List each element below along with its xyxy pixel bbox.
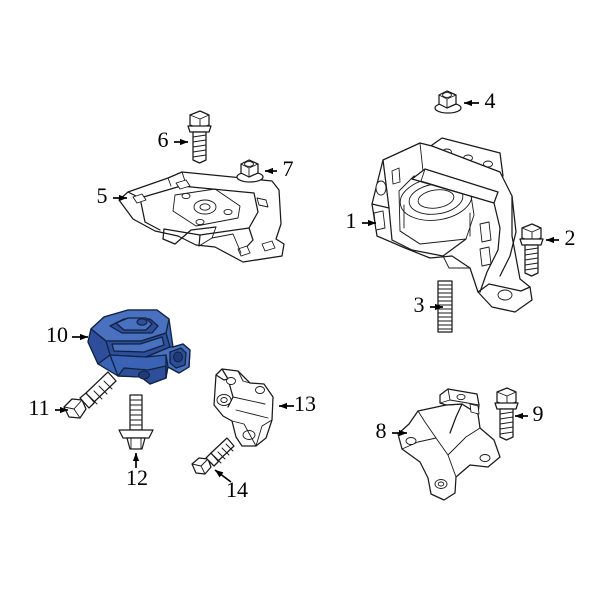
leader-lines	[55, 99, 559, 483]
part-flange-bolt-9	[494, 387, 519, 441]
leader-line-14	[214, 469, 232, 483]
part-flange-bolt-washer-12	[118, 394, 154, 450]
part-engine-mount-side-bracket	[213, 368, 274, 447]
callout-label-8: 8	[376, 418, 387, 443]
part-threaded-stud-3	[437, 280, 453, 333]
part-flange-bolt-11	[63, 371, 117, 419]
part-flange-bolt-14	[191, 437, 235, 475]
callout-labels: 1 2 3 4 5 6 7 8 9 10 11 12 13 14	[28, 88, 575, 502]
callout-label-7: 7	[283, 156, 294, 181]
part-flange-nut-4	[434, 90, 462, 114]
part-flange-bolt-6	[187, 110, 212, 164]
callout-label-11: 11	[28, 395, 49, 420]
callout-label-4: 4	[485, 88, 496, 113]
part-lower-mount-bracket	[397, 388, 501, 501]
callout-label-10: 10	[46, 322, 68, 347]
callout-label-1: 1	[346, 208, 357, 233]
callout-label-2: 2	[565, 225, 576, 250]
part-flange-bolt-2	[519, 223, 544, 277]
part-engine-mount-insulator-highlighted	[87, 309, 191, 385]
part-flange-nut-7	[236, 159, 264, 183]
callout-label-12: 12	[126, 465, 148, 490]
callout-label-13: 13	[294, 391, 316, 416]
callout-label-3: 3	[414, 292, 425, 317]
callout-label-6: 6	[158, 127, 169, 152]
callout-label-5: 5	[97, 183, 108, 208]
callout-label-9: 9	[533, 401, 544, 426]
part-engine-mount-bracket-large	[371, 137, 533, 313]
callout-label-14: 14	[226, 477, 248, 502]
part-transmission-mount-bracket	[118, 171, 285, 263]
